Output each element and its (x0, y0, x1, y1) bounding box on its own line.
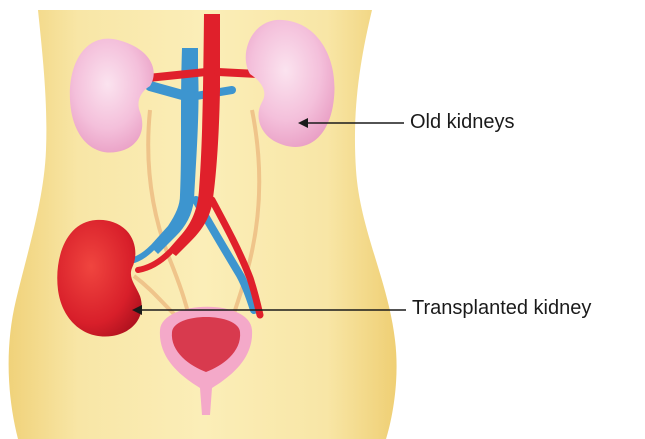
label-old-kidneys: Old kidneys (410, 112, 515, 132)
label-transplanted-kidney: Transplanted kidney (412, 298, 591, 318)
transplanted-kidney (57, 220, 141, 337)
